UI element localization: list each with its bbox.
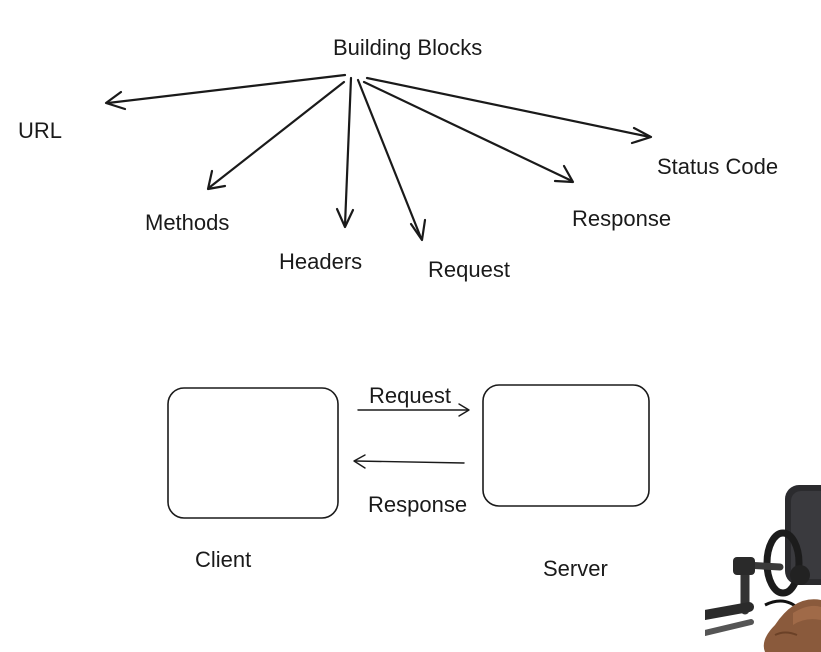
- arrowhead-request: [409, 218, 427, 242]
- arrowhead-status-code: [630, 126, 653, 145]
- response-arrowhead: [353, 454, 366, 469]
- arrow-to-headers: [343, 76, 353, 227]
- request-arrowhead: [458, 403, 470, 417]
- server-label: Server: [543, 556, 608, 581]
- diagram-title: Building Blocks: [333, 35, 483, 60]
- arrowhead-headers: [335, 207, 355, 229]
- arrowhead-url: [104, 90, 127, 111]
- block-label-headers: Headers: [279, 249, 363, 274]
- building-block-arrows: [104, 73, 653, 242]
- block-label-status-code: Status Code: [657, 154, 779, 179]
- client-label: Client: [195, 547, 252, 572]
- block-label-methods: Methods: [145, 210, 230, 235]
- webcam-overlay: [705, 485, 821, 652]
- client-box: [167, 387, 339, 519]
- request-arrow-label: Request: [369, 383, 451, 408]
- arrowhead-response: [553, 164, 575, 184]
- arrow-to-response: [362, 80, 574, 183]
- block-label-request: Request: [428, 257, 510, 282]
- server-box: [482, 384, 650, 507]
- arrow-to-status-code: [365, 76, 652, 139]
- response-arrow: [354, 460, 465, 464]
- arrowhead-methods: [206, 169, 227, 191]
- response-arrow-label: Response: [368, 492, 468, 517]
- arrow-to-methods: [208, 80, 346, 189]
- block-label-url: URL: [18, 118, 63, 143]
- arrow-to-request: [356, 78, 423, 240]
- arrow-to-url: [106, 73, 347, 105]
- block-label-response: Response: [572, 206, 672, 231]
- microphone-icon: [705, 485, 821, 652]
